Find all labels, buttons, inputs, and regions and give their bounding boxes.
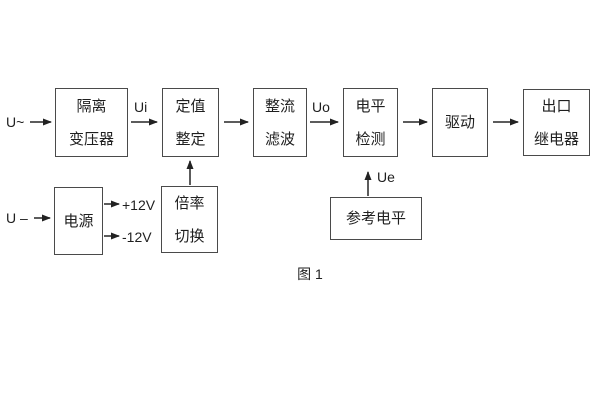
block-label: 参考电平 xyxy=(345,210,406,227)
block-label-line1: 隔离 xyxy=(76,97,107,115)
signal-uo-label: Uo xyxy=(312,99,330,115)
block-label-line1: 倍率 xyxy=(174,194,205,212)
block-label: 电源 xyxy=(63,212,94,230)
block-output-relay: 出口 继电器 xyxy=(523,89,590,156)
block-label-line1: 出口 xyxy=(541,97,572,115)
block-level-detection: 电平 检测 xyxy=(343,88,398,157)
block-label-line1: 整流 xyxy=(264,97,295,115)
block-power-supply: 电源 xyxy=(54,187,103,255)
block-ratio-switching: 倍率 切换 xyxy=(161,186,218,253)
minus-12v-label: -12V xyxy=(122,229,152,245)
dc-input-label: U – xyxy=(6,210,28,226)
block-label: 驱动 xyxy=(444,114,475,131)
block-label-line2: 检测 xyxy=(355,130,386,148)
block-label-line2: 继电器 xyxy=(533,130,579,148)
block-driver: 驱动 xyxy=(432,88,488,157)
block-reference-level: 参考电平 xyxy=(330,197,422,240)
block-label-line2: 滤波 xyxy=(264,130,295,148)
signal-ui-label: Ui xyxy=(134,99,148,115)
block-value-setting: 定值 整定 xyxy=(162,88,219,157)
signal-ue-label: Ue xyxy=(377,169,395,185)
plus-12v-label: +12V xyxy=(122,197,156,213)
block-label-line2: 切换 xyxy=(174,227,205,245)
figure-caption: 图 1 xyxy=(297,266,323,282)
block-label-line2: 整定 xyxy=(175,130,206,148)
block-label-line1: 定值 xyxy=(175,97,206,115)
ac-input-label: U~ xyxy=(6,114,25,130)
block-isolation-transformer: 隔离 变压器 xyxy=(55,88,128,157)
block-rectifier-filter: 整流 滤波 xyxy=(253,88,307,157)
block-label-line1: 电平 xyxy=(355,97,386,115)
block-label-line2: 变压器 xyxy=(68,130,114,148)
